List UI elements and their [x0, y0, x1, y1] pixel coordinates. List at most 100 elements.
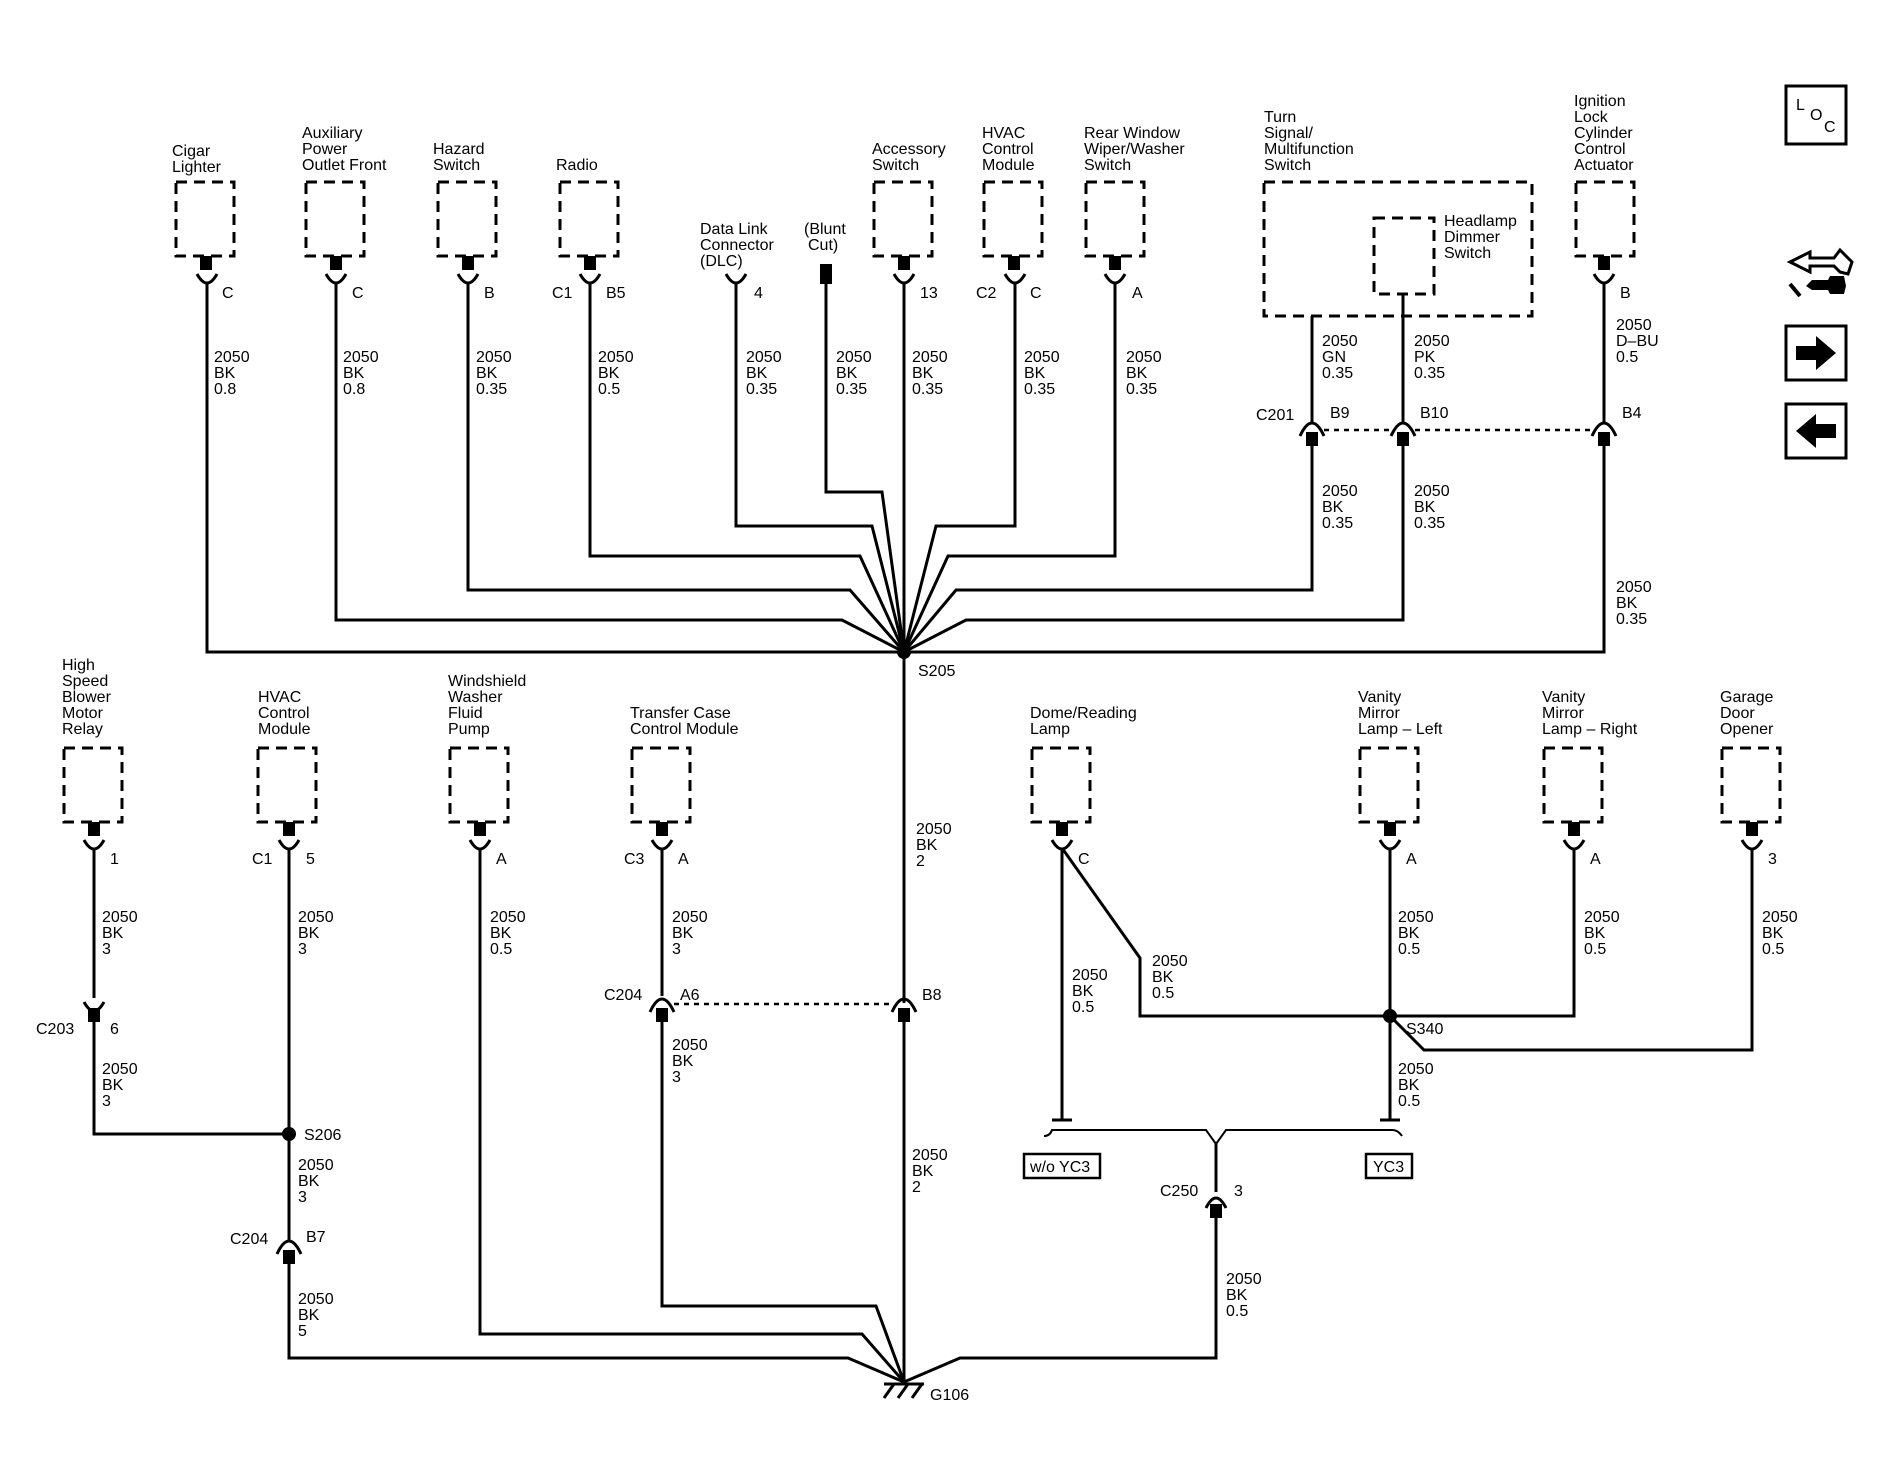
option-labels: w/o YC3 YC3 [1022, 1152, 1414, 1180]
component-garage-door-opener [1720, 746, 1782, 824]
pin-hvac-top-connector: C2 [976, 285, 997, 302]
connector-label-c201: C201 [1256, 407, 1294, 424]
pin-labels: C C B C1 B5 4 13 C2 C A B C201 B9 B10 B4… [36, 285, 1777, 1248]
connector-dlc [724, 273, 748, 285]
pin-c250: 3 [1234, 1183, 1243, 1200]
splice-s205 [897, 645, 911, 659]
previous-page-button[interactable] [1784, 402, 1848, 460]
connector-transfer-case [650, 822, 674, 851]
wire-dome-b [1060, 847, 1390, 1018]
connector-cigar [195, 256, 219, 285]
ground-g106-icon [882, 1382, 924, 1399]
component-radio [558, 180, 620, 258]
wire-dlc [734, 282, 906, 653]
svg-text:L: L [1796, 97, 1805, 114]
component-accessory-switch [872, 180, 934, 258]
wire-blunt [824, 278, 906, 653]
pin-c204-a6: A6 [680, 987, 700, 1004]
pin-radio: B5 [606, 285, 626, 302]
wire-turn-signal-bk [902, 440, 1314, 653]
wire-vanity-right [1390, 848, 1576, 1018]
pin-c201-b10: B10 [1420, 405, 1449, 422]
pin-accessory: 13 [920, 285, 938, 302]
pin-transfer: A [678, 851, 689, 868]
pin-garage: 3 [1768, 851, 1777, 868]
component-ignition-actuator [1574, 180, 1636, 258]
splice-s206 [282, 1127, 296, 1141]
connector-hazard [456, 256, 480, 285]
wire-blower-b [92, 1016, 289, 1136]
pin-ignition: B [1620, 285, 1631, 302]
component-aux-power-outlet [304, 180, 366, 258]
wire-c250-down [903, 1210, 1218, 1384]
pin-dlc: 4 [754, 285, 763, 302]
component-turn-signal-switch [1262, 180, 1534, 318]
wire-aux [334, 282, 905, 654]
option-box-without-yc3 [1022, 1152, 1102, 1180]
component-vanity-right [1542, 746, 1604, 824]
connector-aux [324, 256, 348, 285]
component-washer-pump [448, 746, 510, 824]
connector-tools-button[interactable] [1786, 247, 1854, 298]
wire-dimmer-bk [903, 440, 1405, 654]
next-page-button[interactable] [1784, 324, 1848, 382]
component-cigar-lighter [174, 180, 236, 258]
connector-c250 [1204, 1196, 1228, 1218]
wire-rear-wiper [902, 282, 1117, 653]
component-vanity-left [1358, 746, 1420, 824]
connector-label-c250: C250 [1160, 1183, 1198, 1200]
wire-washer-pump [478, 848, 906, 1383]
pin-hvac-bottom: 5 [306, 851, 315, 868]
loc-icon: L O C [1796, 97, 1836, 136]
connector-label-c204-a: C204 [604, 987, 642, 1004]
label-s206: S206 [304, 1127, 341, 1144]
label-s205: S205 [918, 663, 955, 680]
connector-radio [578, 256, 602, 285]
pin-hvac-top: C [1030, 285, 1042, 302]
connector-c204-b [275, 1239, 303, 1264]
connector-c201 [1298, 421, 1618, 446]
connector-hvac-top [1003, 256, 1027, 285]
component-headlamp-dimmer-switch [1372, 216, 1436, 296]
pin-blower: 1 [110, 851, 119, 868]
previous-arrow-icon [1796, 414, 1836, 448]
svg-text:O: O [1810, 107, 1822, 124]
component-blower-relay [62, 746, 124, 824]
connector-accessory [892, 256, 916, 285]
pin-c201-b4: B4 [1622, 405, 1642, 422]
connector-vanity-left [1378, 822, 1402, 851]
pin-vanity-right: A [1590, 851, 1601, 868]
loc-button[interactable]: L O C [1784, 84, 1848, 146]
splice-labels: S205 S206 S340 G106 [304, 663, 1443, 1404]
pin-rear-wiper: A [1132, 285, 1143, 302]
connector-hvac-bottom [277, 822, 301, 851]
wire-radio [588, 282, 906, 653]
